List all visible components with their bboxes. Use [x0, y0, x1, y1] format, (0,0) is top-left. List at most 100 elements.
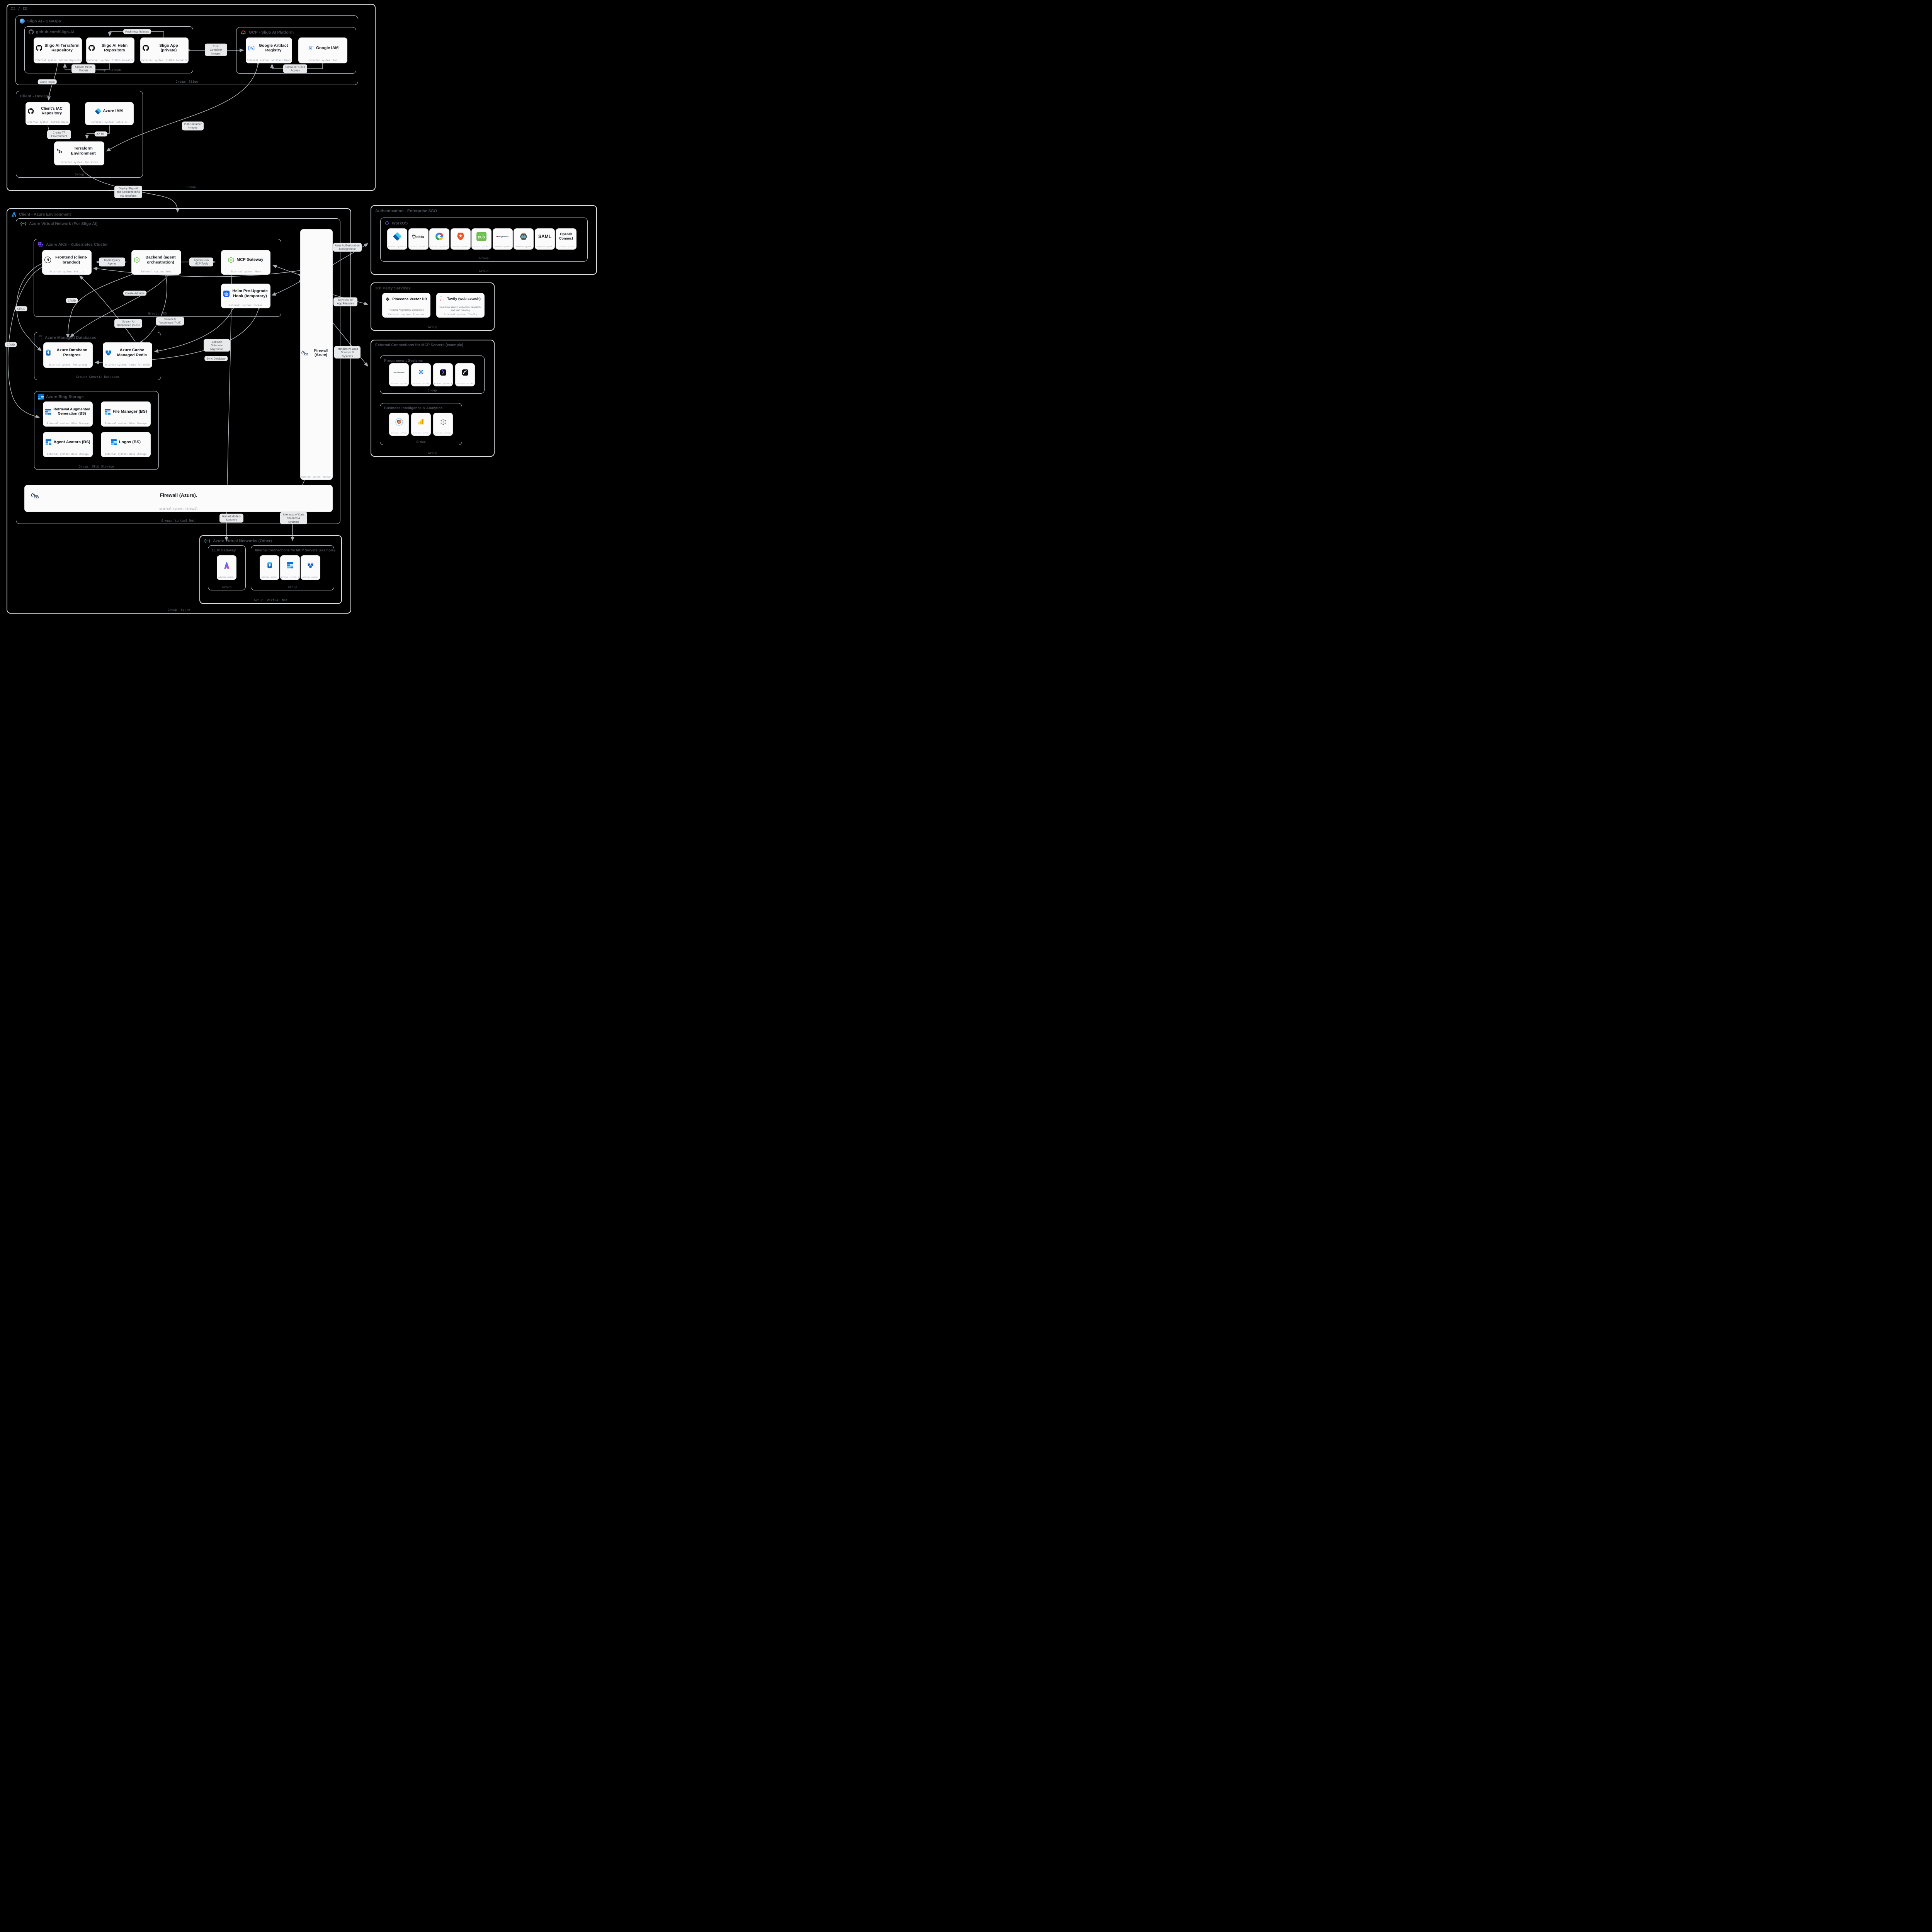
edge-label-container-read: Container Read Access: [283, 64, 307, 73]
group-bi-label: Business Intelligence & Analytics: [384, 406, 443, 410]
node-title: Google Artifact Registry: [259, 43, 288, 53]
group-cicd-caption: Group: [186, 185, 196, 189]
edge-label-az-cli: AZ CLI: [94, 131, 107, 137]
svg-text:JS: JS: [136, 259, 138, 262]
node-title: OpenID Connect: [559, 232, 573, 240]
node-title: Retrieval Augmented Generation (BS): [53, 407, 90, 416]
node-ext: External system: Blob Storage: [281, 577, 299, 578]
node-sso-okta: okta External system: Okta: [408, 228, 429, 250]
group-managed-db: Azure Managed Databases Group: Generic D…: [34, 332, 161, 380]
architecture-diagram: CI / CD Group Sligo AI - DevOps Group: S…: [0, 0, 601, 619]
fox-logo: [395, 418, 403, 426]
group-workos-caption: Group: [479, 257, 489, 260]
keelvar-logo: ❯: [440, 369, 446, 376]
group-blob-storage-label: Azure Blog Storage: [46, 395, 84, 399]
node-internal-postgres: External system: PostgreSQL: [260, 555, 279, 580]
node-ext: External system: PostgreSQL: [48, 364, 88, 366]
github-icon: [143, 45, 149, 51]
node-title: Helm Pre-Upgrade Hook (temporary): [232, 289, 268, 298]
node-ext: External system: GitHub Repository: [141, 59, 187, 62]
node-title: Agent Avatars (BS): [53, 439, 90, 444]
edge-label-crud-3: CRUD: [5, 342, 17, 347]
node-keelvar: ❯ External system: Keelvar: [433, 363, 453, 386]
node-ext: External system: Duo: [473, 246, 490, 248]
virtual-network-icon: [20, 221, 27, 226]
node-ext: External system: Azure AI: [218, 577, 235, 578]
group-auth-sso-caption: Group: [479, 269, 489, 273]
node-sso-google: External system: Google: [429, 228, 449, 250]
group-vnet-other-caption: Group: Virtual Net: [254, 599, 287, 602]
okta-icon: okta: [412, 234, 425, 239]
group-llm-gateway-caption: Group: [222, 585, 232, 589]
blob-storage-icon: [38, 394, 44, 400]
group-auth-sso-label: Authentication - Enterprise SSO: [375, 209, 437, 213]
redis-cache-icon: [105, 349, 112, 356]
edge-label-crud-1: CRUD: [66, 298, 78, 303]
group-sligo-devops-label: Sligo AI - DevOps: [27, 19, 61, 24]
node-helm-pre-upgrade-hook: Helm Pre-Upgrade Hook (temporary) Extern…: [221, 284, 270, 308]
node-sso-openid-connect: OpenID Connect External system: [556, 228, 577, 250]
node-ext: External system: [537, 246, 553, 248]
edge-label-create-tf: Create TF Environment: [47, 130, 71, 139]
node-ext: External system: Cache for Redis: [302, 577, 319, 578]
node-internal-blob: External system: Blob Storage: [280, 555, 300, 580]
node-ext: External system: GitHub Repository: [27, 121, 69, 124]
group-github-caption: Group: GitHub: [97, 68, 121, 72]
node-ext: External system: GitHub Repository: [87, 59, 133, 62]
entra-id-icon: [95, 108, 102, 114]
node-title: Firewall (Azure): [314, 349, 328, 357]
edge-label-sync-db: Sync Database: [204, 356, 228, 361]
cisco-wordmark: CISCO: [479, 234, 484, 236]
artifact-registry-icon: [248, 45, 255, 51]
powerbi-logo: [418, 418, 424, 425]
node-procurement-arc: External system: [455, 363, 475, 386]
github-icon: [36, 45, 42, 51]
node-procurement-flower: ❋ External system: [411, 363, 431, 386]
edge-label-push-container: Push Container Images: [205, 43, 227, 56]
ping-identity-icon: [496, 236, 498, 237]
blob-storage-icon: [287, 562, 293, 568]
group-aks: Azure AKS - Kubernetes Cluster Group: AK…: [34, 239, 281, 317]
servicenow-wordmark: servicenow: [393, 371, 405, 374]
node-file-manager-bs: File Manager (BS) External system: Blob …: [101, 401, 151, 427]
edge-label-deploy: Deploy Sligo AI and Required Infra via T…: [114, 185, 142, 199]
group-aks-label: Azure AKS - Kubernetes Cluster: [46, 242, 108, 247]
edge-label-user-auth: User Authentication Management: [333, 243, 362, 252]
ping-wordmark: PingIdentity.: [498, 235, 509, 238]
postgresql-icon: [46, 349, 51, 356]
group-sligo-devops: Sligo AI - DevOps Group: Sligo: [15, 15, 358, 85]
edge-label-clone-repo: Clone Repo: [37, 79, 57, 85]
tableau-logo: [440, 418, 447, 425]
node-ext: External system: Auth0: [452, 246, 469, 248]
node-ext: External system: Firewall: [159, 507, 198, 510]
database-icon: [38, 335, 43, 340]
node-title: Firewall (Azure).: [160, 492, 197, 498]
pinecone-icon: ❖: [385, 296, 390, 302]
node-ext: External system: PostgreSQL: [261, 577, 278, 578]
node-sso-entra: External system: Entra ID: [387, 228, 407, 250]
group-workos-label: WorkOS: [392, 221, 408, 226]
node-ext: External system: IAM: [308, 59, 337, 62]
group-third-party: 3rd Party Services Group: [371, 282, 495, 331]
node-bi-tableau: External system: [433, 413, 453, 436]
redis-cache-icon: [307, 562, 314, 568]
auth0-icon: [457, 233, 464, 240]
firewall-icon: [301, 350, 308, 356]
node-terraform-repo: Sligo AI Terraform Repository External s…: [34, 37, 82, 63]
virtual-network-icon: [204, 539, 211, 543]
group-aks-caption: Group: AKS: [148, 312, 167, 315]
edge-label-run-ai: Run AI Models Securely: [219, 514, 243, 523]
node-helm-repo: Sligo AI Helm Repository External system…: [86, 37, 134, 63]
node-ext: External system: [391, 383, 406, 385]
node-desc: Real-time search, extraction, research, …: [439, 306, 481, 312]
edge-label-crud-2: CRUD: [15, 306, 27, 311]
node-bi-powerbi: External system: [411, 413, 431, 436]
group-vnet-label: Azure Virtual Network (For Sligo AI): [29, 221, 98, 226]
node-ext: External system: Okta: [410, 246, 427, 248]
node-ext: External system: Node: [230, 270, 261, 273]
node-backend: JS Backend (agent orchestration) Externa…: [131, 250, 181, 275]
node-ext: External system: Blob Storage: [105, 422, 147, 425]
node-desc: Retrieval Augmented Generation: [388, 309, 424, 312]
